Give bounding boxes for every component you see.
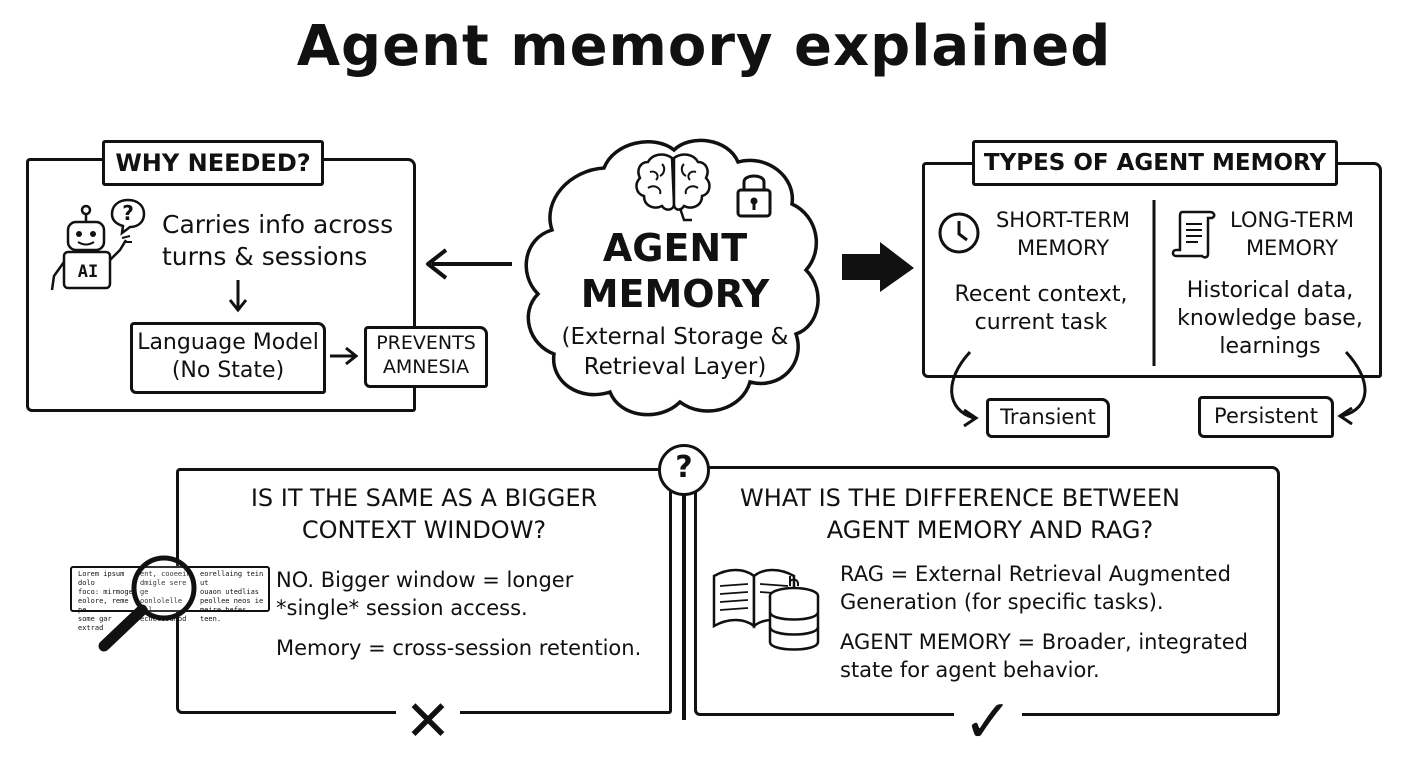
doc-left-4: some gar extrad [78, 615, 112, 632]
doc-right-2: ouaon utedlias [200, 588, 260, 596]
long-term-label-line-2: MEMORY [1245, 236, 1339, 260]
agent-memory-sub-line-1: (External Storage & [561, 324, 789, 350]
context-window-heading-line-2: CONTEXT WINDOW? [301, 516, 547, 544]
doc-mid-1: ent, cooeein [140, 570, 196, 579]
types-tab: TYPES OF AGENT MEMORY [972, 140, 1338, 186]
document-snippet [70, 566, 270, 612]
question-badge-mark: ? [675, 450, 693, 485]
short-term-desc-line-1: Recent context, [954, 282, 1128, 307]
check-mark-icon: ✓ [954, 690, 1022, 754]
context-window-heading-line-1: IS IT THE SAME AS A BIGGER [250, 484, 598, 512]
rag-heading-line-1: WHAT IS THE DIFFERENCE BETWEEN [739, 484, 1181, 512]
x-mark-icon: ✕ [396, 690, 460, 754]
persistent-label: Persistent [1214, 404, 1318, 428]
doc-right-1: eorellaing tein ut [200, 570, 264, 587]
agent-memory-def-line-1: AGENT MEMORY = Broader, integrated [840, 630, 1248, 654]
language-model-line-1: Language Model [137, 330, 319, 355]
question-badge [658, 444, 710, 496]
robot-label: AI [77, 262, 99, 282]
prevents-amnesia-line-2: AMNESIA [382, 356, 470, 378]
robot-icon [46, 196, 150, 296]
persistent-tag [1198, 396, 1334, 438]
scroll-icon [1170, 206, 1218, 262]
short-term-label-line-2: MEMORY [1016, 236, 1110, 260]
doc-mid-2: dmigle sere ge [140, 579, 196, 597]
language-model-box [130, 322, 326, 394]
long-term-desc-line-1: Historical data, [1186, 278, 1354, 303]
context-answer-line-2: *single* session access. [276, 596, 528, 620]
doc-right-3: peollee neos ie [200, 597, 264, 605]
document-text-left: Lorem ipsum dolo foco: mirmoge eolore, r… [78, 570, 140, 633]
book-database-icon [710, 562, 826, 656]
long-term-desc-line-2: knowledge base, [1177, 306, 1363, 331]
short-term-label-line-1: SHORT-TERM [995, 208, 1131, 232]
doc-left-2: foco: mirmoge [78, 588, 133, 596]
magnifier-icon [94, 548, 206, 656]
page-title: Agent memory explained [296, 14, 1112, 79]
agent-memory-heading-line-1: AGENT [602, 226, 748, 270]
context-memory-line: Memory = cross-session retention. [276, 636, 642, 660]
prevents-amnesia-box [364, 326, 488, 388]
doc-left-1: Lorem ipsum dolo [78, 570, 125, 587]
types-panel [922, 162, 1382, 378]
language-model-line-2: (No State) [171, 358, 285, 383]
why-needed-tab: WHY NEEDED? [102, 140, 324, 186]
long-term-desc-line-3: learnings [1219, 334, 1321, 359]
lock-icon [734, 168, 774, 220]
context-answer-line-1: NO. Bigger window = longer [276, 568, 574, 592]
speech-bubble-mark: ? [122, 201, 134, 225]
speech-bubble-icon [108, 196, 148, 236]
transient-tag [986, 398, 1110, 438]
brain-icon [634, 150, 714, 222]
doc-left-3: eolore, reme pe [78, 597, 129, 614]
rag-heading-line-2: AGENT MEMORY AND RAG? [826, 516, 1154, 544]
prevents-amnesia-line-1: PREVENTS [376, 332, 476, 354]
agent-memory-def-line-2: state for agent behavior. [840, 658, 1100, 682]
why-needed-desc-line-1: Carries info across [162, 210, 394, 239]
why-needed-desc-line-2: turns & sessions [162, 242, 368, 271]
agent-memory-sub-line-2: Retrieval Layer) [583, 354, 767, 380]
document-text-right: eorellaing tein ut ouaon utedlias peolle… [200, 570, 268, 624]
agent-memory-heading-line-2: MEMORY [580, 272, 770, 316]
doc-right-4: meire hefes teen. [200, 606, 247, 623]
long-term-label-line-1: LONG-TERM [1230, 208, 1354, 232]
rag-def-line-2: Generation (for specific tasks). [840, 590, 1164, 614]
short-term-desc-line-2: current task [974, 310, 1108, 335]
clock-icon [936, 210, 982, 256]
transient-label: Transient [1000, 405, 1096, 429]
rag-def-line-1: RAG = External Retrieval Augmented [840, 562, 1231, 586]
